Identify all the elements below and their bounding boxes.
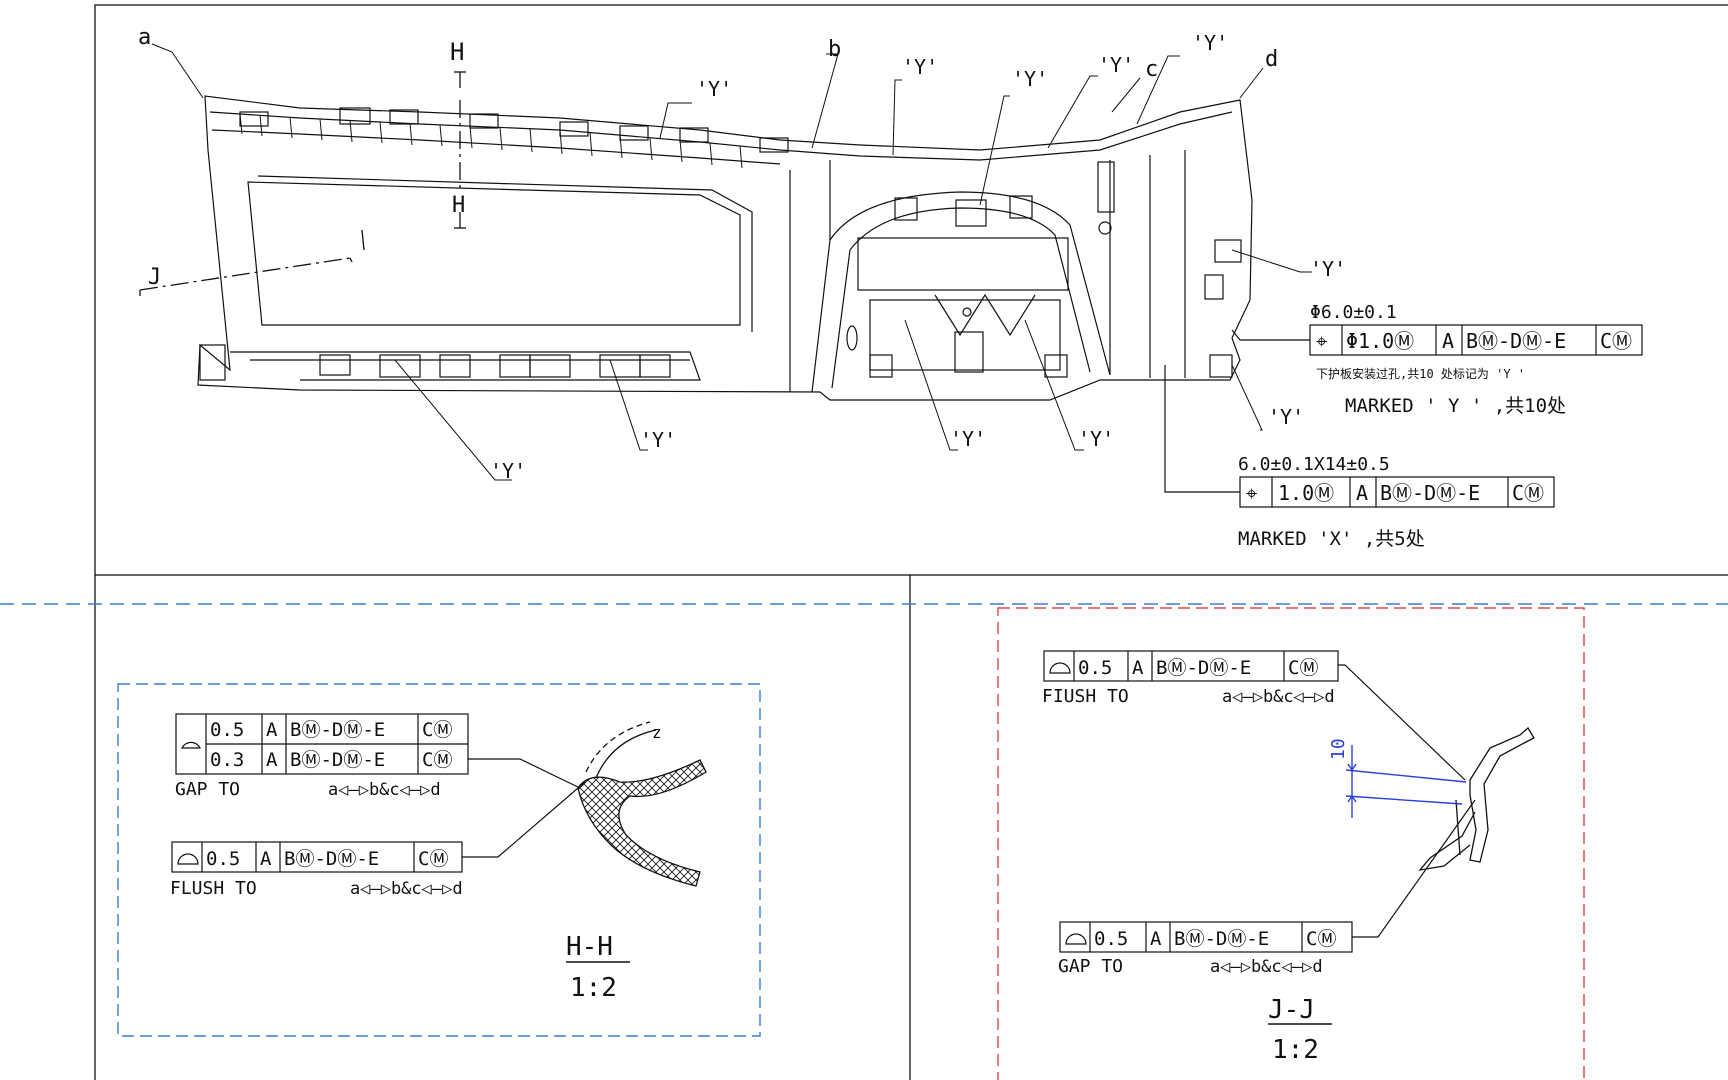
fcf-tolerance: Φ1.0Ⓜ [1346, 329, 1414, 353]
hh-fcf-gap [175, 713, 581, 789]
y-marker-leaders [394, 55, 1312, 481]
y-marker: 'Y' [1268, 405, 1304, 429]
jj-flush-refs: a◁—▷b&c◁—▷d [1222, 687, 1335, 707]
rail-ribs [239, 113, 743, 169]
jj-flush-profile-symbol [1049, 662, 1071, 674]
ref-letter-c: c [1145, 57, 1158, 82]
slot-size-note: 6.0±0.1X14±0.5 [1238, 454, 1390, 475]
hh-flush-datum-c: CⓂ [418, 848, 448, 870]
fcf-slot-datum-bde: BⓂ-DⓂ-E [1380, 481, 1480, 505]
y-marker: 'Y' [696, 77, 732, 101]
jj-flush-datum-c: CⓂ [1288, 657, 1318, 679]
fcf-datum-a: A [1442, 329, 1454, 353]
section-label-h-top: H [450, 38, 464, 66]
jj-dim-value: 10 [1328, 738, 1349, 760]
hh-gap-datum-a-1: A [266, 719, 278, 741]
jj-flush-tol: 0.5 [1078, 657, 1112, 679]
hh-gap-datum-bde-2: BⓂ-DⓂ-E [290, 749, 385, 771]
ref-leaders [151, 43, 1264, 149]
hh-section-profile [577, 721, 707, 887]
fcf-main [1231, 324, 1643, 356]
section-hh-border [117, 683, 761, 1037]
jj-flush-caption: FIUSH TO [1042, 686, 1129, 707]
jj-gap-datum-c: CⓂ [1306, 928, 1336, 950]
hh-flush-datum-bde: BⓂ-DⓂ-E [284, 848, 379, 870]
hole-size-note: Φ6.0±0.1 [1310, 302, 1397, 323]
jj-fcf-flush [1043, 650, 1466, 781]
section-line-j [139, 229, 365, 296]
jj-gap-refs: a◁—▷b&c◁—▷d [1210, 957, 1323, 977]
hh-flush-tol: 0.5 [206, 848, 240, 870]
section-label-h-bottom: H [452, 193, 465, 218]
section-label-j-left: J [148, 265, 161, 290]
jj-gap-datum-a: A [1150, 928, 1162, 950]
fcf-slot-datum-c: CⓂ [1512, 481, 1544, 505]
y-marker: 'Y' [1310, 257, 1346, 281]
ref-letter-b: b [828, 37, 841, 62]
hh-flush-refs: a◁—▷b&c◁—▷d [350, 879, 463, 899]
jj-gap-caption: GAP TO [1058, 956, 1123, 977]
part-outline [197, 95, 1253, 401]
chinese-note: 下护板安装过孔,共10 处标记为 'Y ' [1316, 366, 1525, 381]
jj-section-title: J-J [1268, 995, 1315, 1025]
fcf-slot [1164, 365, 1555, 508]
hh-flush-caption: FLUSH TO [170, 878, 257, 899]
hh-gap-tol-2: 0.3 [210, 749, 244, 771]
jj-fcf-gap [1059, 799, 1476, 953]
fcf-slot-tolerance: 1.0Ⓜ [1278, 481, 1334, 505]
y-marker: 'Y' [490, 459, 526, 483]
jj-gap-profile-symbol [1065, 933, 1087, 945]
marked-x-note: MARKED 'X' ,共5处 [1238, 528, 1425, 550]
hh-gap-datum-c-1: CⓂ [422, 719, 452, 741]
fcf-datum-c: CⓂ [1600, 329, 1632, 353]
section-jj-border [997, 607, 1585, 1080]
y-markers: 'Y' 'Y' 'Y' 'Y' 'Y' 'Y' 'Y' 'Y' 'Y' 'Y' … [490, 31, 1346, 483]
hh-gap-tol-1: 0.5 [210, 719, 244, 741]
fcf-slot-symbol: ⌖ [1246, 481, 1257, 505]
jj-section-scale: 1:2 [1272, 1035, 1319, 1065]
profile-symbol [181, 741, 201, 749]
hh-gap-caption: GAP TO [175, 779, 240, 800]
hh-gap-datum-a-2: A [266, 749, 278, 771]
flush-profile-symbol [177, 853, 199, 865]
sheet-frame [94, 4, 1728, 1080]
y-marker: 'Y' [902, 55, 938, 79]
hh-gap-datum-bde-1: BⓂ-DⓂ-E [290, 719, 385, 741]
hh-fcf-flush [171, 781, 586, 873]
jj-gap-datum-bde: BⓂ-DⓂ-E [1174, 928, 1269, 950]
y-marker: 'Y' [1192, 31, 1228, 55]
hh-gap-refs: a◁—▷b&c◁—▷d [328, 780, 441, 800]
ref-letter-a: a [138, 25, 151, 50]
y-marker: 'Y' [1098, 53, 1134, 77]
ref-letter-d: d [1265, 47, 1278, 72]
hh-section-scale: 1:2 [570, 973, 617, 1003]
jj-flush-datum-a: A [1132, 657, 1144, 679]
hh-leader-note: z [652, 723, 662, 742]
hh-gap-datum-c-2: CⓂ [422, 749, 452, 771]
marked-y-note: MARKED ' Y ' ,共10处 [1345, 395, 1566, 417]
y-marker: 'Y' [1012, 67, 1048, 91]
jj-gap-tol: 0.5 [1094, 928, 1128, 950]
y-marker: 'Y' [640, 428, 676, 452]
jj-dimension [1345, 745, 1467, 818]
fcf-position-symbol: ⌖ [1316, 329, 1327, 353]
hh-flush-datum-a: A [260, 848, 272, 870]
y-marker: 'Y' [1078, 427, 1114, 451]
fcf-datum-bde: BⓂ-DⓂ-E [1466, 329, 1566, 353]
y-marker: 'Y' [950, 427, 986, 451]
fcf-slot-datum-a: A [1356, 481, 1368, 505]
section-line-h [454, 71, 466, 229]
hh-section-title: H-H [566, 932, 613, 962]
jj-flush-datum-bde: BⓂ-DⓂ-E [1156, 657, 1251, 679]
jj-section-profile [1418, 726, 1535, 871]
